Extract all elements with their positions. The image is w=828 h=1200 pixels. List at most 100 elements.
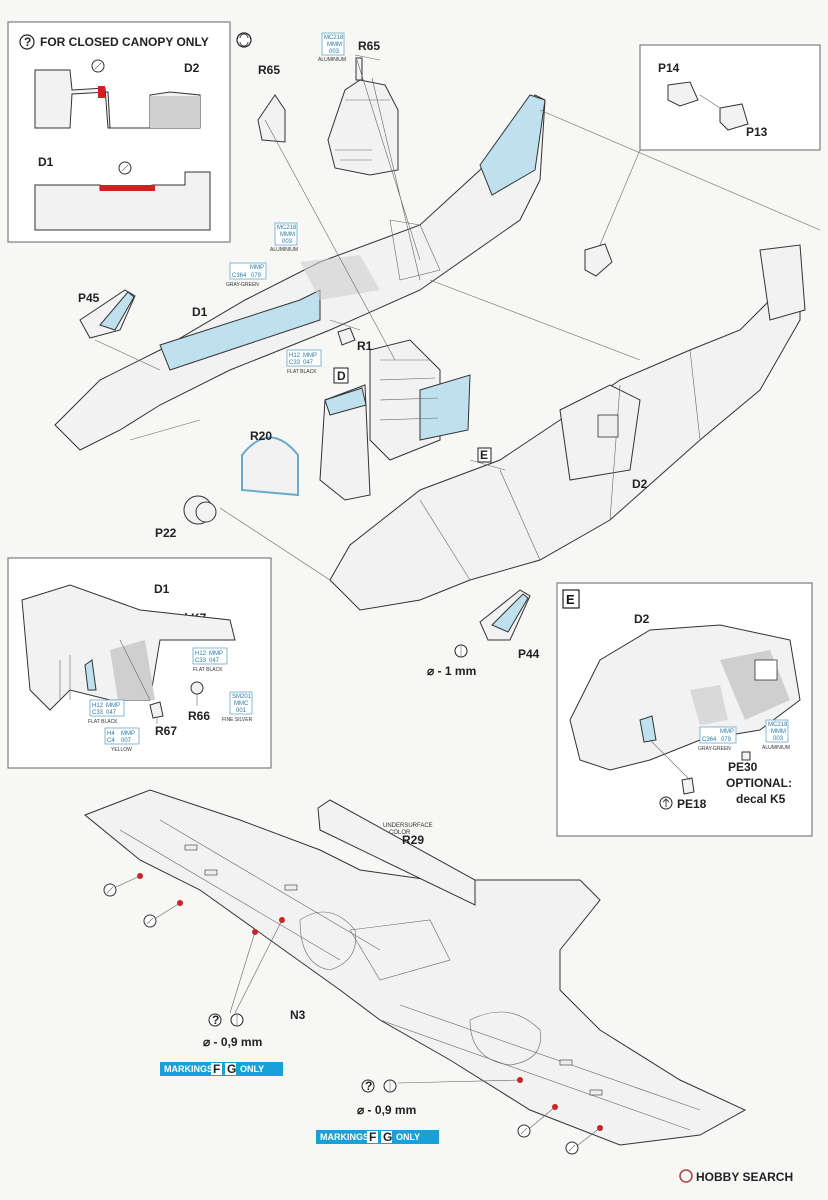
svg-text:C4: C4 [107,738,115,744]
drill-left: ? ⌀ - 0,9 mm [203,919,283,1049]
svg-text:MMP: MMP [106,703,120,709]
svg-text:MMM: MMM [327,42,342,48]
svg-text:H12: H12 [92,703,104,709]
svg-text:FLAT BLACK: FLAT BLACK [193,667,223,673]
pe30-part [741,751,751,761]
svg-text:H12: H12 [289,353,301,359]
svg-text:⌀ - 1 mm: ⌀ - 1 mm [427,664,476,678]
r1-part: R1 [337,327,373,353]
paint-mc218-top: MC218 MMM 003 ALUMINIUM [318,32,346,63]
paint-h12-b: H12 MMP C33 047 FLAT BLACK [88,699,125,725]
svg-text:003: 003 [773,736,784,742]
svg-text:R67: R67 [155,724,177,738]
svg-text:FLAT BLACK: FLAT BLACK [88,719,118,725]
svg-text:E: E [480,448,488,462]
fuselage-lower [329,244,806,611]
svg-text:R66: R66 [188,709,210,723]
p44-part: P44 ⌀ - 1 mm [427,589,540,678]
p22-part: P22 [155,495,217,540]
svg-text:ALUMINIUM: ALUMINIUM [270,247,298,253]
scalpel-icons-right [517,1106,601,1155]
paint-mc218-mid: MC218 MMM 003 ALUMINIUM [270,222,298,253]
svg-text:C364: C364 [702,737,717,743]
svg-text:MMP: MMP [209,651,223,657]
svg-text:047: 047 [209,658,220,664]
svg-text:D2: D2 [632,477,648,491]
svg-text:decal K5: decal K5 [736,792,786,806]
svg-text:003: 003 [329,49,340,55]
detail-e-panel: E D2 MMP C364 079 GRAY-GREEN MC218 MMM 0… [556,582,813,837]
paint-h4: H4 MMP C4 007 YELLOW [104,727,140,753]
svg-text:ALUMINIUM: ALUMINIUM [318,57,346,63]
svg-text:⌀ - 0,9 mm: ⌀ - 0,9 mm [203,1035,262,1049]
fuselage-upper [54,94,546,451]
svg-text:FINE SILVER: FINE SILVER [222,717,253,723]
svg-text:MMP: MMP [720,729,734,735]
svg-text:003: 003 [282,239,293,245]
r65-left: R65 [257,63,286,143]
svg-text:?: ? [212,1013,219,1027]
callout-e: E [477,447,492,463]
paint-h12: H12 MMP C33 047 FLAT BLACK [286,349,322,375]
svg-text:F: F [369,1130,376,1144]
svg-text:R65: R65 [258,63,280,77]
r29-part: UNDERSURFACE COLOR R29 [317,799,476,906]
svg-text:⌀ - 0,9 mm: ⌀ - 0,9 mm [357,1103,416,1117]
paint-e-c364: MMP C364 079 GRAY-GREEN [698,726,737,752]
lower-wing [84,789,747,1146]
svg-text:MARKINGS: MARKINGS [164,1064,213,1074]
paint-h12-a: H12 MMP C33 047 FLAT BLACK [192,647,228,673]
paint-e-mc218: MC218 MMM 003 ALUMINIUM [762,719,790,751]
question-circle-icon [19,34,35,50]
svg-text:ALUMINIUM: ALUMINIUM [762,745,790,751]
svg-text:MARKINGS: MARKINGS [320,1132,369,1142]
svg-text:GRAY-GREEN: GRAY-GREEN [226,282,259,288]
svg-text:MMP: MMP [303,353,317,359]
svg-text:R1: R1 [357,339,373,353]
d1-label: D1 [38,155,54,169]
svg-text:MMM: MMM [280,232,295,238]
svg-text:H12: H12 [195,651,207,657]
seat-assembly [327,57,399,176]
pe18-part [681,777,695,795]
markings-left: MARKINGS F G ONLY [160,1062,283,1076]
svg-text:PE30: PE30 [728,760,758,774]
svg-text:FLAT BLACK: FLAT BLACK [287,369,317,375]
rotate-arrows-icon [236,32,252,48]
svg-text:COLOR: COLOR [389,830,411,836]
svg-text:G: G [227,1062,236,1076]
svg-text:MMM: MMM [771,729,786,735]
svg-text:C33: C33 [92,710,104,716]
detail-d1-panel: D1 decal K7 H12 MMP C33 047 FLAT BLACK S… [7,557,272,769]
svg-text:079: 079 [721,737,732,743]
svg-text:G: G [383,1130,392,1144]
svg-text:R65: R65 [358,39,380,53]
svg-text:D2: D2 [634,612,650,626]
svg-text:C364: C364 [232,273,247,279]
svg-text:R29: R29 [402,833,424,847]
svg-text:H4: H4 [107,731,115,737]
paint-c364: MMP C364 079 GRAY-GREEN [226,262,267,288]
svg-text:N3: N3 [290,1008,306,1022]
svg-text:MC218: MC218 [277,225,297,231]
r66-part [190,681,204,695]
svg-text:ONLY: ONLY [396,1132,420,1142]
d1-small-part: D1 [34,155,211,231]
svg-text:MMC: MMC [234,701,249,707]
svg-text:HOBBY SEARCH: HOBBY SEARCH [696,1170,793,1184]
svg-text:047: 047 [106,710,117,716]
svg-text:D1: D1 [154,582,170,596]
svg-text:OPTIONAL:: OPTIONAL: [726,776,792,790]
svg-text:P45: P45 [78,291,100,305]
d2-label: D2 [184,61,200,75]
closed-canopy-panel: ? FOR CLOSED CANOPY ONLY D2 D1 [7,21,231,243]
p45-part: P45 [78,289,136,339]
watermark: HOBBY SEARCH [679,1169,793,1184]
cockpit-assembly [319,339,471,501]
svg-text:MC218: MC218 [324,35,344,41]
svg-text:R20: R20 [250,429,272,443]
svg-text:GRAY-GREEN: GRAY-GREEN [698,746,731,752]
svg-text:P14: P14 [658,61,680,75]
